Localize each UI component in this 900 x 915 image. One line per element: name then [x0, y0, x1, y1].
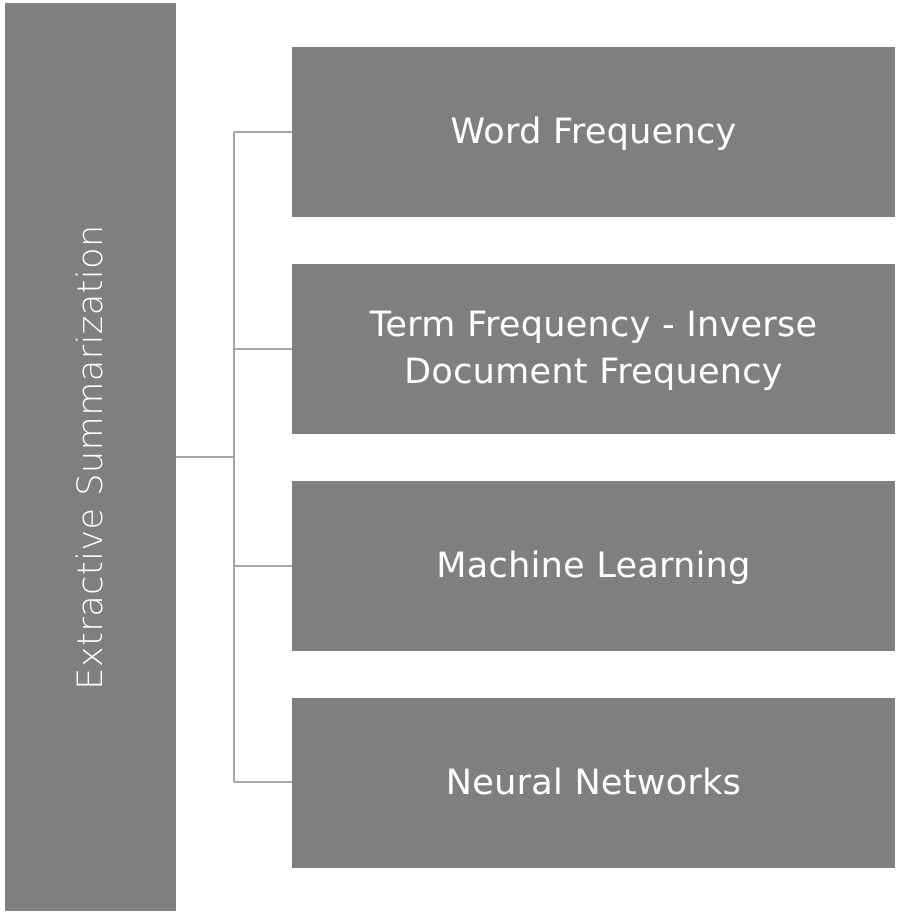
child-node-label: Term Frequency - Inverse Document Freque… [369, 305, 818, 392]
child-node-label: Word Frequency [450, 111, 737, 152]
child-node-label: Machine Learning [436, 545, 751, 586]
child-node-neural-networks: Neural Networks [292, 698, 895, 868]
child-node-tf-idf: Term Frequency - Inverse Document Freque… [292, 264, 895, 434]
child-node-label: Neural Networks [445, 762, 742, 803]
child-node-machine-learning: Machine Learning [292, 481, 895, 651]
root-node-label: Extractive Summarization [70, 224, 111, 690]
root-node: Extractive Summarization [5, 3, 176, 911]
child-node-word-frequency: Word Frequency [292, 47, 895, 217]
